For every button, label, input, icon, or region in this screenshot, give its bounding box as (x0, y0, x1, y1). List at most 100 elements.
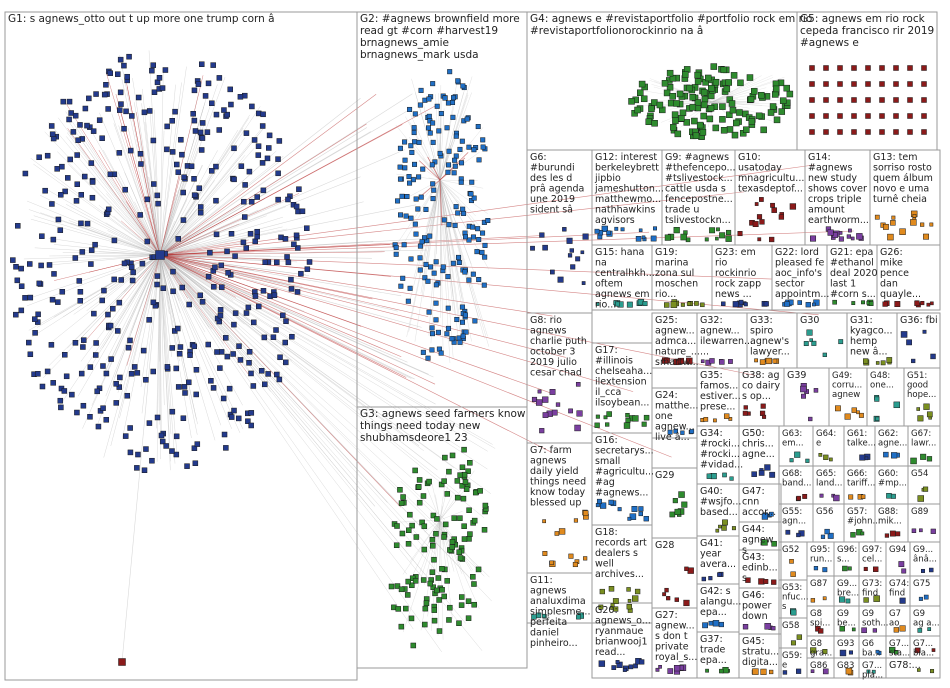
g10-node (771, 207, 777, 213)
g20-node (639, 659, 645, 665)
group-label-g15-line-2: na (595, 258, 607, 269)
g1-node (164, 146, 170, 153)
g60-node (886, 493, 892, 499)
g24-node (689, 429, 695, 434)
group-label-g12-line-1: G12: interest (595, 152, 657, 163)
g1-node (159, 85, 166, 91)
g3-node (415, 484, 422, 490)
g1-node (254, 233, 260, 240)
g3-node (465, 615, 472, 621)
g15-node (626, 301, 633, 308)
g3-node (471, 581, 477, 587)
g1-node (216, 75, 223, 81)
g2-node (393, 251, 399, 257)
g2-node (398, 212, 404, 218)
group-label-g50-line-2: chris... (742, 439, 774, 450)
g18-node (599, 588, 605, 595)
g5-node (865, 113, 871, 119)
g1-node (18, 265, 24, 272)
g1-node (191, 343, 198, 350)
g54-node (917, 495, 924, 502)
group-label-g40-line-3: based... (700, 507, 738, 518)
g16-node (617, 507, 622, 512)
g2-node (453, 153, 459, 159)
edge-line (159, 254, 429, 375)
group-label-g45-line-3: digita... (742, 657, 778, 668)
g16-node (596, 498, 602, 504)
g2-node (462, 234, 468, 240)
g26-node (930, 301, 934, 306)
g2-node (446, 222, 452, 228)
g41-node (708, 576, 713, 581)
group-frame-g9f (909, 605, 941, 637)
g2-node (452, 222, 458, 228)
group-label-g47-line-3: accor... (742, 507, 776, 518)
g1-node (245, 304, 252, 311)
g1-node (221, 107, 227, 113)
edge-line (159, 254, 376, 507)
g1-node (193, 367, 200, 373)
g86-node (822, 668, 829, 675)
g3-node (394, 583, 401, 589)
group-label-g21-line-3: deal 2020 (830, 268, 878, 279)
edge-line (105, 254, 161, 397)
g2-node (418, 194, 424, 200)
g18-node (627, 598, 632, 603)
g2-node (410, 177, 416, 183)
g1-node (205, 80, 212, 87)
g1-node (129, 113, 135, 119)
g52-node (789, 559, 794, 564)
g2-node (466, 237, 472, 243)
edge-line (82, 254, 161, 344)
edge-line (159, 254, 402, 297)
g3-node (393, 542, 400, 549)
g2-node (403, 213, 409, 219)
g4-node (729, 106, 737, 114)
g63-node (789, 458, 794, 463)
g1-node (113, 381, 119, 387)
group-label-g31-line-4: new â... (850, 347, 888, 358)
edge-line (159, 254, 459, 494)
edge-line (159, 149, 405, 256)
edge-line (121, 254, 161, 663)
g3-node (449, 539, 456, 545)
g1-node (154, 281, 160, 288)
edge-line (126, 254, 161, 366)
g2-node (450, 100, 456, 106)
g88-node (895, 531, 901, 537)
g1-node (293, 203, 300, 210)
edge-line (159, 106, 261, 256)
g9-node (673, 227, 680, 234)
edge-line (159, 208, 197, 256)
group-label-g6-line-5: une 2019 (530, 194, 575, 205)
edge-line (439, 179, 475, 225)
g2-node (444, 125, 450, 131)
g9-node (664, 234, 671, 241)
g1-hub-node (155, 250, 165, 260)
g28-node (674, 597, 679, 602)
g2-node (431, 270, 437, 276)
edge-line (159, 254, 440, 575)
g87-node (822, 596, 827, 601)
g16-node (627, 516, 632, 521)
g2-node (397, 176, 403, 182)
group-label-g14-line-7: earthworm... (808, 215, 869, 226)
edge-line (105, 72, 161, 256)
g16-node (638, 511, 643, 517)
g42-node (702, 622, 708, 629)
g3-node (467, 531, 473, 537)
group-label-g14-line-3: new study (808, 173, 857, 184)
g78-node (917, 668, 921, 672)
g5-node (921, 113, 927, 119)
g3-node (434, 587, 440, 594)
edge-line (159, 254, 461, 448)
g16-node (600, 502, 607, 509)
g1-node (122, 433, 129, 439)
g2-node (452, 163, 458, 169)
group-label-g24-line-1: G24: (655, 390, 678, 401)
edge-line (159, 254, 436, 385)
g1-node (248, 422, 254, 429)
g1-node (228, 414, 235, 420)
g4-node (772, 85, 780, 93)
edge-line (102, 254, 161, 349)
